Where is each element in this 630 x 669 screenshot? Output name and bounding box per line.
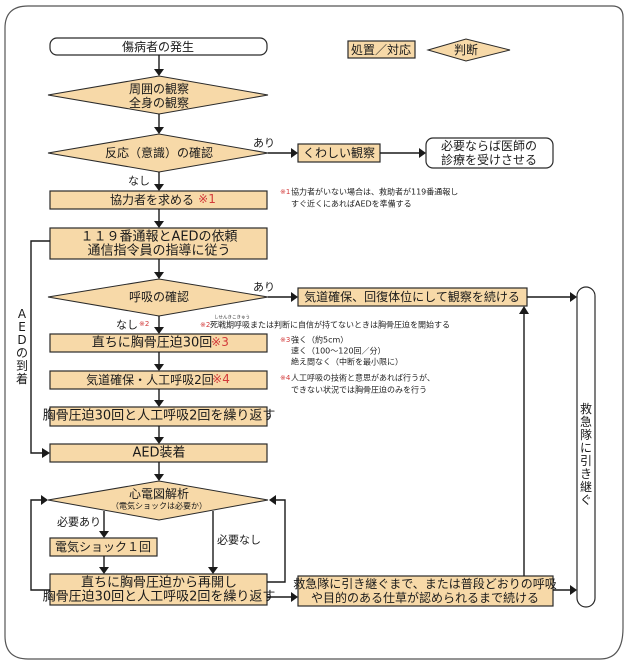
observe-diamond (47, 75, 269, 115)
arrow-head (519, 306, 529, 314)
breath-check-label: 呼吸の確認 (129, 289, 189, 304)
doctor-label-2: 診療を受けさせる (441, 152, 537, 167)
note-3-line-2: 速く（100～120回／分） (291, 347, 386, 356)
detailed-observation-label: くわしい観察 (303, 146, 375, 160)
observe-label-1: 周囲の観察 (129, 82, 189, 96)
arrow-head (42, 448, 50, 458)
edge-label-shock-not-needed: 必要なし (217, 534, 261, 547)
note-3-line-1: 強く（約5cm） (291, 335, 348, 345)
arrow-head (154, 69, 164, 76)
observe-label-2: 全身の観察 (129, 95, 189, 110)
aed-arrival-char: 着 (16, 371, 28, 386)
handover-terminal (576, 286, 596, 608)
continue-until-box (297, 575, 554, 607)
note-2-line-1: 死戦期呼吸または判断に自信が持てないときは胸骨圧迫を開始する (210, 320, 450, 330)
legend-decision-label: 判断 (454, 42, 478, 57)
call-119-label-2: 通信指令員の指導に従う (87, 244, 230, 259)
handover-char: 引 (580, 454, 592, 468)
note-1-line-1: 協力者がいない場合は、救助者が119番通報し (291, 187, 458, 197)
arrow-head (99, 567, 109, 574)
handover-char: 急 (580, 414, 592, 429)
aed-arrival-path (30, 240, 50, 454)
arrow-head (154, 221, 164, 228)
start-label: 傷病者の発生 (122, 39, 194, 54)
doctor-label-1: 必要ならば医師の (441, 139, 537, 153)
handover-char: き (580, 467, 592, 481)
compression-label: 直ちに胸骨圧迫30回 (92, 336, 213, 351)
resume-cpr-label-1: 直ちに胸骨圧迫から再開し (81, 576, 237, 591)
arrow-head (291, 148, 298, 158)
arrow-head (291, 592, 298, 602)
ecg-analysis-label-2: （電気ショックは必要か） (111, 501, 207, 511)
handover-char: 隊 (580, 427, 592, 442)
aed-arrival-char: D (17, 333, 26, 347)
repeat-cycle-label: 胸骨圧迫30回と人工呼吸2回を繰り返す (43, 409, 276, 424)
aed-arrival-char: 到 (16, 359, 28, 373)
legend-decision-diamond (426, 38, 511, 62)
edge-label-no-response: なし (128, 175, 150, 188)
arrow-head (41, 495, 48, 505)
note-4-mark: ※4 (280, 374, 291, 382)
arrow-head (154, 474, 164, 481)
response-check-label: 反応（意識）の確認 (105, 145, 213, 160)
note-2-ruby: しせんきこきゅう (214, 315, 250, 321)
doctor-terminal (425, 137, 554, 169)
note-1-mark: ※1 (280, 188, 290, 196)
edge-label-shock-needed: 必要あり (57, 516, 101, 529)
edge-label-yes-response: あり (253, 137, 275, 150)
note-3-mark: ※3 (280, 336, 290, 344)
arrow-head (154, 364, 164, 371)
shock-label: 電気ショック１回 (55, 539, 151, 554)
resume-cpr-box (49, 573, 268, 606)
ventilation-label: 気道確保・人工呼吸2回 (86, 372, 214, 387)
handover-char: ぐ (580, 493, 592, 507)
arrow-head (99, 531, 109, 538)
compression-note-mark: ※3 (211, 335, 229, 349)
edge-label-no-breath-mark: ※2 (139, 320, 149, 328)
seek-help-label: 協力者を求める (110, 192, 194, 207)
handover-char: に (580, 441, 592, 455)
aed-arrival-char: E (18, 320, 26, 334)
loop-back-left (30, 499, 50, 591)
continue-until-label-1: 救急隊に引き継ぐまで、または普段どおりの呼吸 (293, 576, 557, 591)
edge-label-no-breath: なし (116, 319, 138, 332)
arrow-head (154, 272, 164, 279)
arrow-head (154, 327, 164, 334)
handover-char: 継 (580, 479, 592, 494)
loop-back-right (267, 499, 286, 583)
arrow-head (570, 292, 577, 302)
arrow-head (154, 127, 164, 134)
edge-label-yes-breath: あり (253, 281, 275, 294)
legend-action-box (347, 40, 416, 59)
note-4-line-2: できない状況では胸骨圧迫のみを行う (291, 385, 427, 395)
arrow-head (419, 148, 426, 158)
note-1-line-2: すぐ近くにあればAEDを準備する (291, 199, 412, 209)
arrow-head (208, 567, 218, 574)
continue-until-label-2: や目的のある仕草が認められるまで続ける (311, 590, 539, 605)
arrow-head (269, 495, 276, 505)
arrow-head (291, 292, 298, 302)
arrow-head (570, 585, 577, 595)
ventilation-note-mark: ※4 (212, 372, 230, 386)
arrow-head (154, 437, 164, 444)
resume-cpr-label-2: 胸骨圧迫30回と人工呼吸2回を繰り返す (43, 590, 276, 605)
seek-help-note-mark: ※1 (198, 192, 216, 206)
note-3-line-3: 絶え間なく（中断を最小限に） (291, 357, 403, 367)
handover-char: 救 (580, 401, 592, 416)
recovery-position-label: 気道確保、回復体位にして観察を続ける (304, 289, 520, 304)
ecg-analysis-diamond (47, 480, 269, 521)
ecg-analysis-label-1: 心電図解析 (129, 487, 189, 501)
arrow-head (154, 400, 164, 407)
call-119-label-1: １１９番通報とAEDの依頼 (80, 230, 237, 245)
aed-arrival-char: の (16, 346, 28, 360)
note-4-line-1: 人工呼吸の技術と意思があれば行うが、 (291, 373, 435, 383)
call-119-box (49, 227, 268, 260)
legend-action-label: 処置／対応 (351, 43, 411, 57)
aed-arrival-char: A (18, 307, 27, 321)
arrow-head (154, 184, 164, 191)
aed-attach-label: AED装着 (132, 445, 185, 461)
note-2-mark: ※2 (200, 321, 210, 329)
